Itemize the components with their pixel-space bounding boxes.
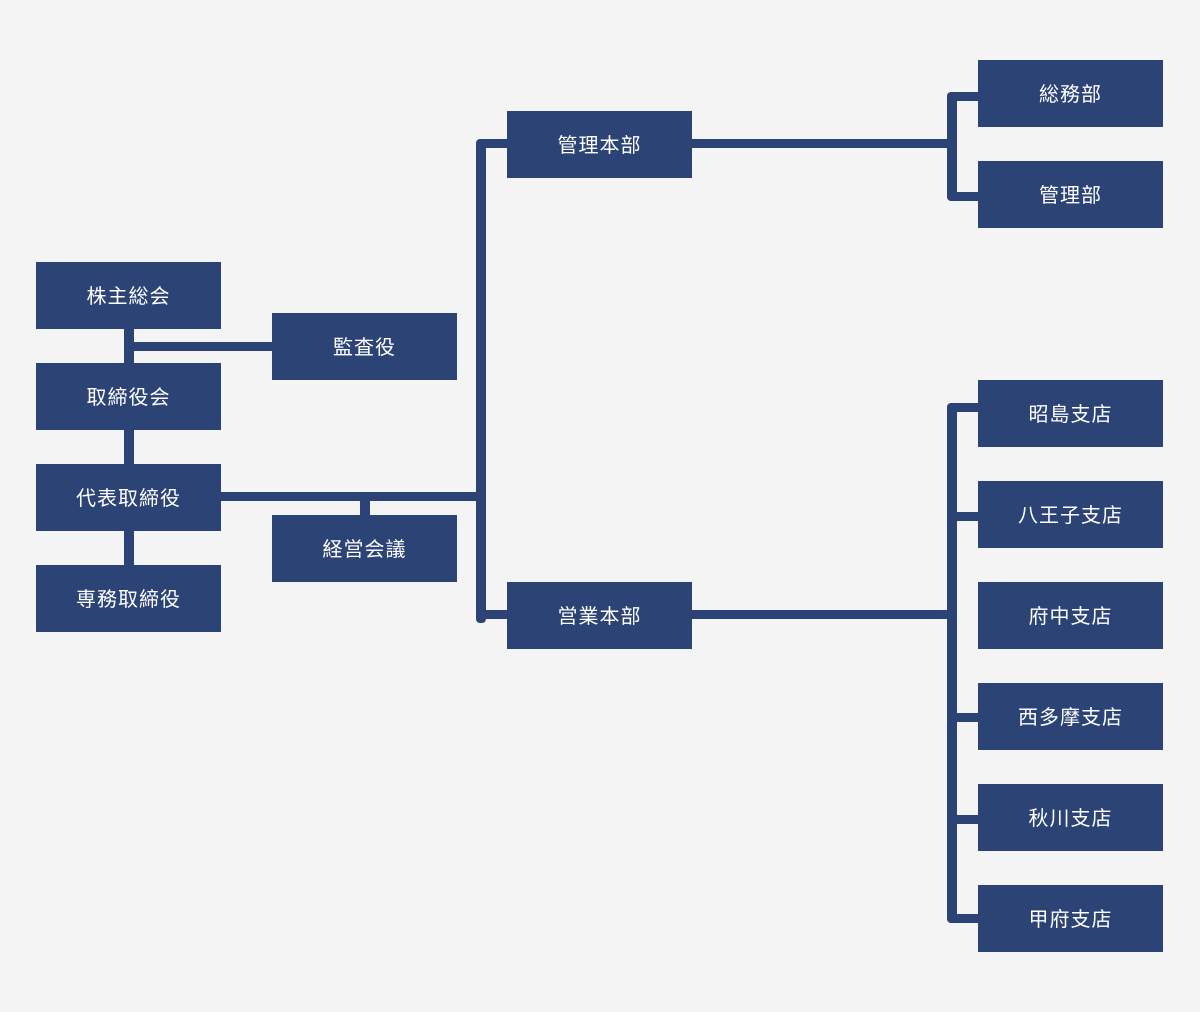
node-representative-director: 代表取締役 <box>36 464 221 531</box>
node-label: 営業本部 <box>557 603 642 628</box>
connector-line <box>949 403 984 412</box>
connector-line <box>476 139 486 623</box>
node-label: 総務部 <box>1039 81 1102 106</box>
connector-line <box>124 318 134 608</box>
connector-line <box>949 92 984 101</box>
connector-line <box>686 610 954 619</box>
node-admin-headquarters: 管理本部 <box>507 111 692 178</box>
connector-line <box>478 139 514 148</box>
connector-line <box>949 815 984 824</box>
node-label: 管理本部 <box>557 132 642 157</box>
node-label: 秋川支店 <box>1028 805 1113 830</box>
connector-line <box>478 610 514 619</box>
connector-line <box>949 713 984 722</box>
node-administration-dept: 管理部 <box>978 161 1163 228</box>
node-senior-managing-director: 専務取締役 <box>36 565 221 632</box>
connector-line <box>949 192 984 201</box>
connector-line <box>949 914 984 923</box>
node-label: 取締役会 <box>86 384 171 409</box>
node-label: 管理部 <box>1039 182 1102 207</box>
node-branch-kofu: 甲府支店 <box>978 885 1163 952</box>
node-label: 府中支店 <box>1028 603 1113 628</box>
node-label: 経営会議 <box>322 536 407 561</box>
node-sales-headquarters: 営業本部 <box>507 582 692 649</box>
node-branch-akishima: 昭島支店 <box>978 380 1163 447</box>
node-branch-akigawa: 秋川支店 <box>978 784 1163 851</box>
connector-line <box>947 403 957 923</box>
node-label: 監査役 <box>333 334 396 359</box>
connector-line <box>128 342 278 351</box>
node-label: 甲府支店 <box>1028 906 1113 931</box>
node-branch-hachioji: 八王子支店 <box>978 481 1163 548</box>
node-management-meeting: 経営会議 <box>272 515 457 582</box>
connector-line <box>360 496 370 520</box>
node-label: 西多摩支店 <box>1018 704 1123 729</box>
connector-line <box>949 512 984 521</box>
node-label: 昭島支店 <box>1028 401 1113 426</box>
node-general-affairs-dept: 総務部 <box>978 60 1163 127</box>
node-auditor: 監査役 <box>272 313 457 380</box>
node-shareholders-meeting: 株主総会 <box>36 262 221 329</box>
node-branch-nishitama: 西多摩支店 <box>978 683 1163 750</box>
node-branch-fuchu: 府中支店 <box>978 582 1163 649</box>
node-label: 代表取締役 <box>76 485 181 510</box>
connector-line <box>947 92 957 201</box>
node-label: 八王子支店 <box>1018 502 1123 527</box>
connector-line <box>212 492 484 501</box>
node-board-of-directors: 取締役会 <box>36 363 221 430</box>
node-label: 株主総会 <box>86 283 171 308</box>
node-label: 専務取締役 <box>76 586 181 611</box>
connector-line <box>686 139 954 148</box>
